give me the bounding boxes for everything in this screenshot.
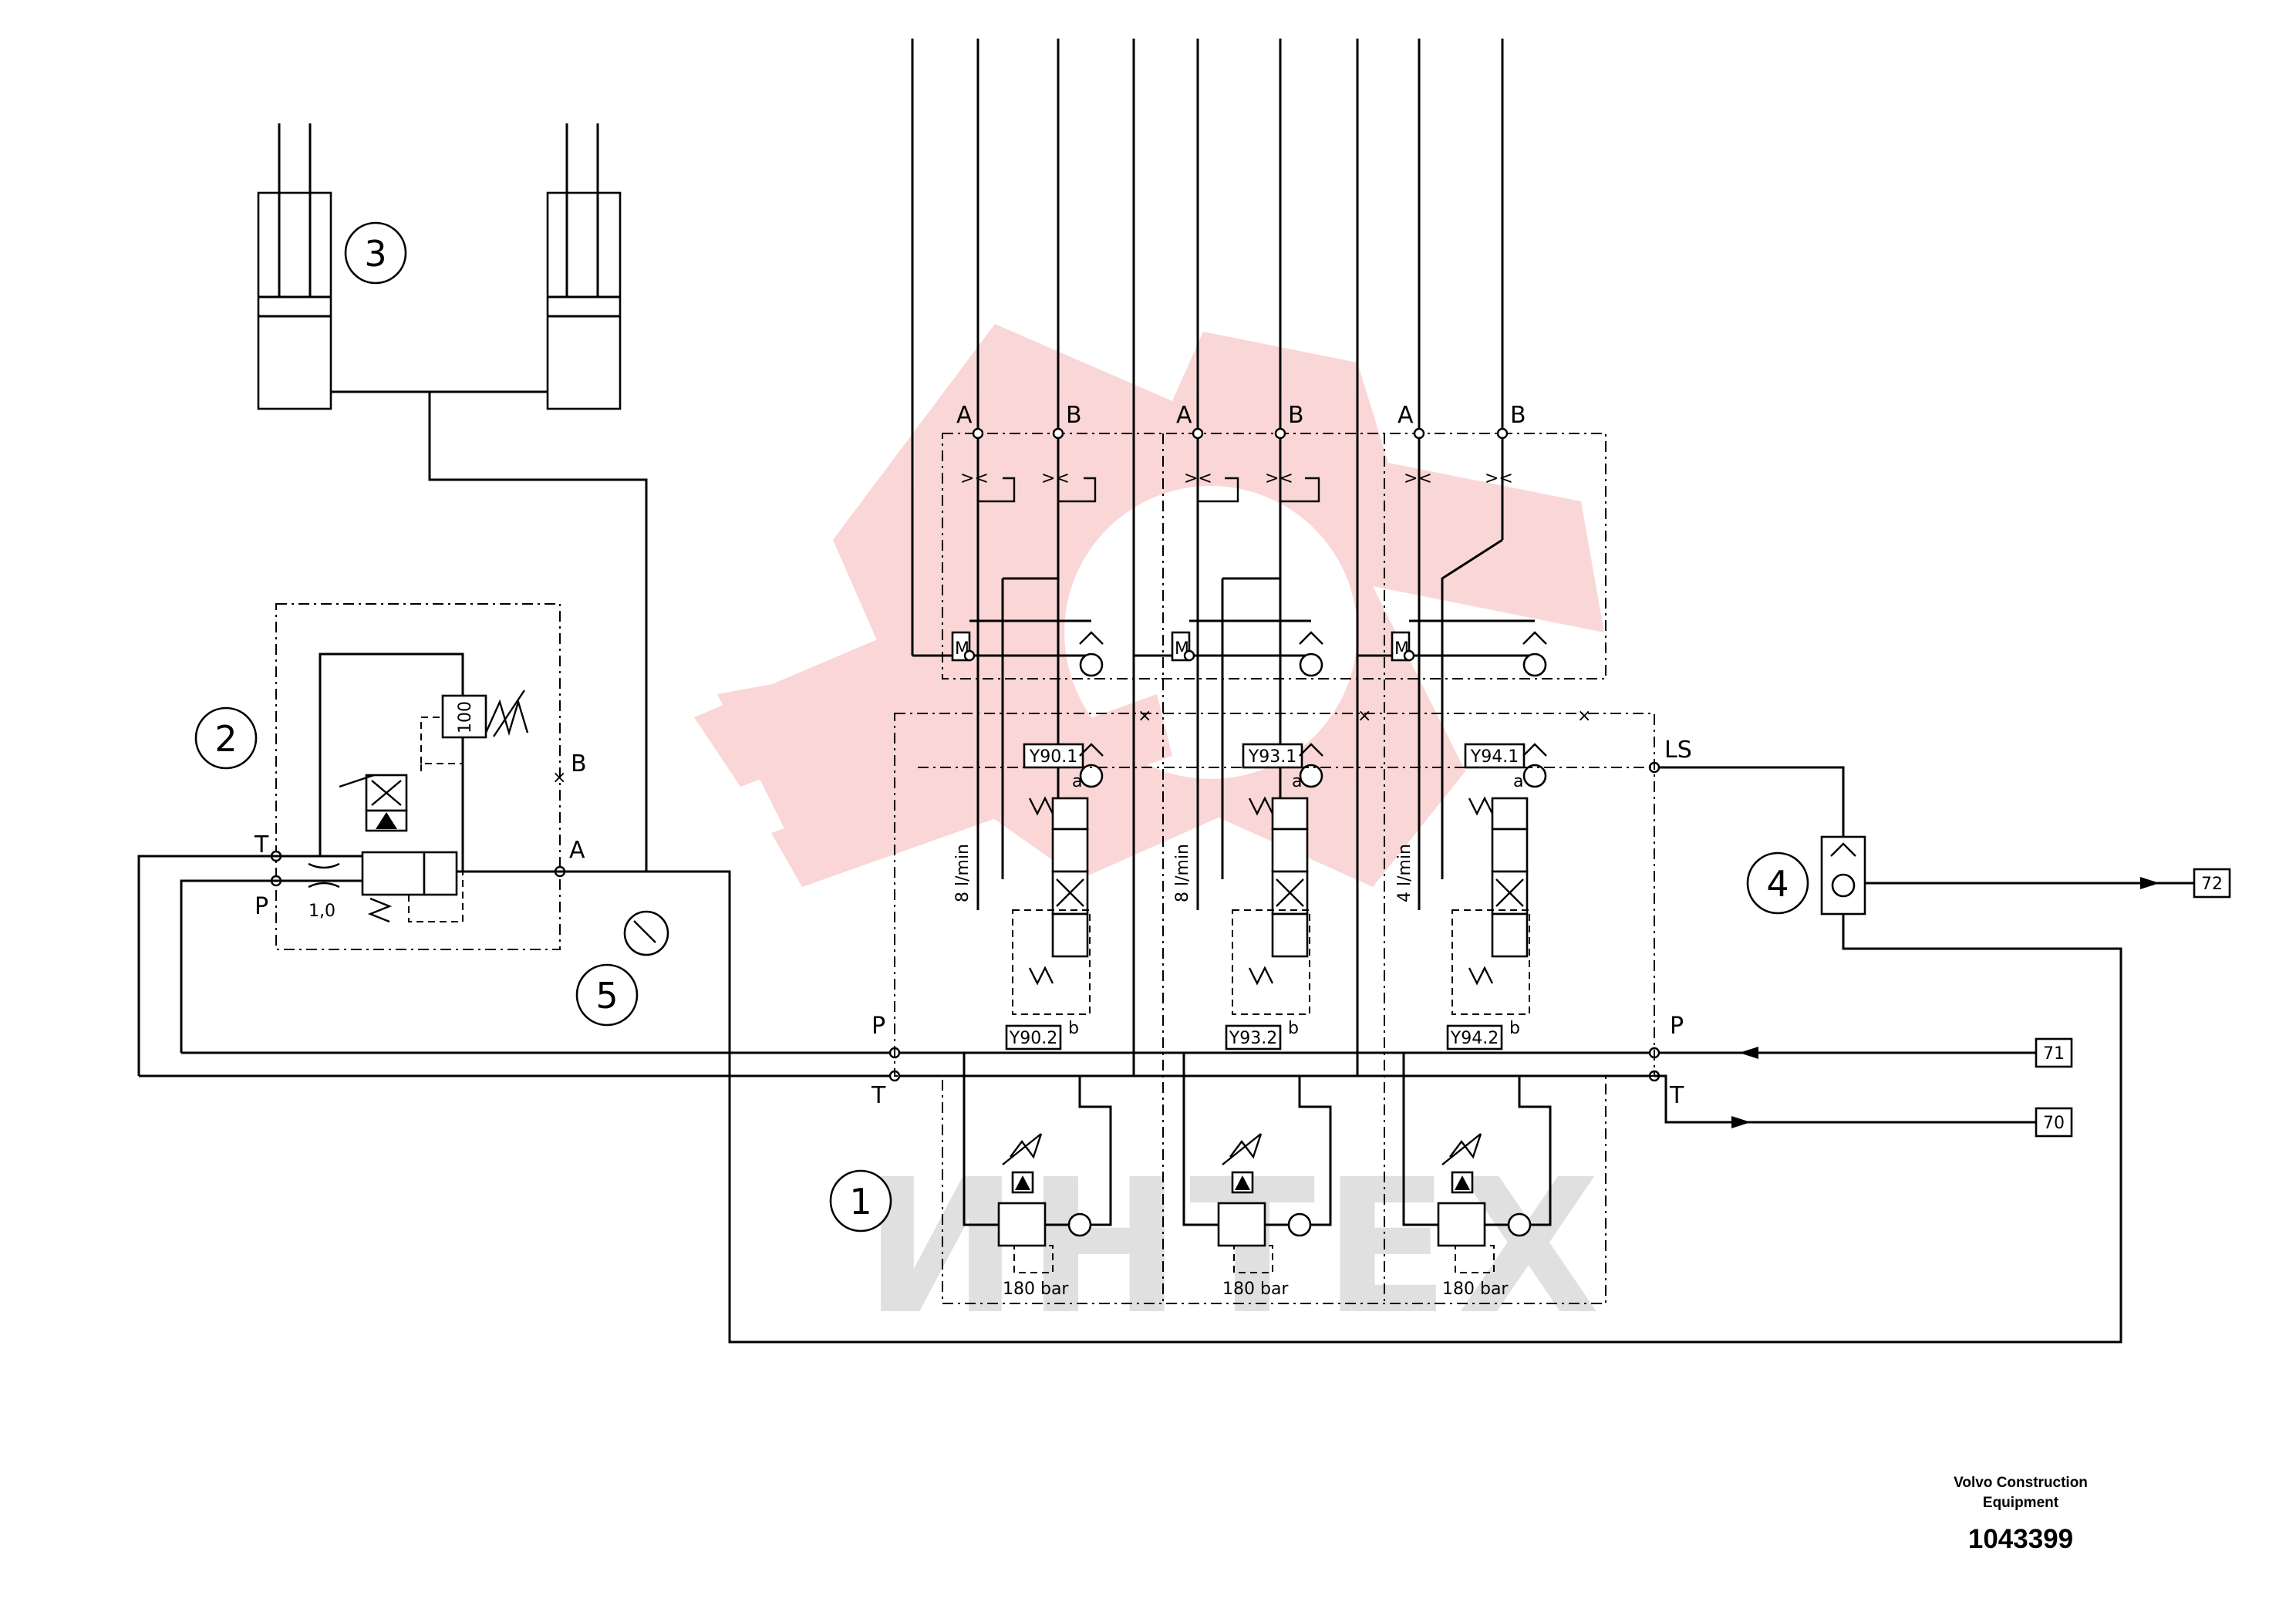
label-circle-5 — [575, 963, 639, 1027]
label-circle-3 — [344, 221, 407, 285]
svg-text:72: 72 — [2201, 875, 2223, 894]
valve-section-1: A B >< >< M Y90.1 a 8 l/min Y90.2 b — [911, 39, 1135, 1299]
port-b-section2: B — [1288, 402, 1304, 429]
svg-text:×: × — [552, 768, 566, 787]
solenoid-y94-1: Y94.1 — [1470, 747, 1519, 767]
port-ls: LS — [1664, 737, 1692, 764]
watermark-logo — [694, 324, 1604, 887]
svg-text:a: a — [1072, 772, 1082, 791]
svg-text:b: b — [1068, 1019, 1079, 1038]
port-t-left: T — [871, 1082, 886, 1109]
svg-text:71: 71 — [2043, 1044, 2065, 1064]
svg-text:><: >< — [1485, 469, 1513, 488]
port-a-block2: A — [569, 837, 585, 864]
label-5: 5 — [595, 975, 618, 1017]
orifice-label: 1,0 — [308, 902, 335, 921]
flow-section1: 8 l/min — [953, 844, 973, 902]
reducer-setting: 100 — [456, 701, 475, 733]
company-line-1: Volvo Construction — [1954, 1475, 2088, 1491]
reducer-setting-box — [441, 694, 487, 739]
company-line-2: Equipment — [1982, 1495, 2059, 1511]
svg-text:><: >< — [1041, 469, 1070, 488]
solenoid-y90-2: Y90.2 — [1009, 1029, 1057, 1048]
flow-section3: 4 l/min — [1395, 844, 1414, 902]
check-section-boundary — [942, 433, 1607, 679]
cylinder-left — [257, 123, 332, 410]
port-a-section2: A — [1176, 402, 1192, 429]
port-p-block2: P — [255, 893, 268, 920]
label-1: 1 — [849, 1181, 872, 1222]
solenoid-y93-2: Y93.2 — [1229, 1029, 1277, 1048]
valve-section-3: A B >< >< M Y94.1 a 4 l/min Y94.2 b — [1356, 39, 1552, 1299]
label-circle-4 — [1746, 851, 1809, 915]
flow-section2: 8 l/min — [1173, 844, 1192, 902]
footer: Volvo Construction Equipment 1043399 — [1882, 1473, 2159, 1555]
svg-text:×: × — [1577, 706, 1591, 726]
svg-text:a: a — [1292, 772, 1302, 791]
port-t-block2: T — [254, 831, 269, 858]
svg-text:><: >< — [1184, 469, 1212, 488]
svg-text:b: b — [1509, 1019, 1520, 1038]
port-p-right: P — [1670, 1013, 1684, 1040]
drawing-number: 1043399 — [1967, 1524, 2074, 1554]
port-b-section1: B — [1066, 402, 1082, 429]
pressure-section2: 180 bar — [1222, 1280, 1289, 1299]
solenoid-y94-2: Y94.2 — [1450, 1029, 1499, 1048]
svg-text:><: >< — [1404, 469, 1432, 488]
solenoid-y90-1: Y90.1 — [1029, 747, 1077, 767]
connection-70 — [2035, 1107, 2073, 1138]
svg-text:×: × — [1357, 706, 1371, 726]
spool-section-boundary — [894, 713, 1655, 1077]
svg-text:a: a — [1513, 772, 1523, 791]
svg-text:b: b — [1288, 1019, 1299, 1038]
port-b-section3: B — [1510, 402, 1526, 429]
port-t-right: T — [1669, 1082, 1684, 1109]
svg-text:×: × — [1138, 706, 1151, 726]
connection-72 — [2193, 868, 2231, 899]
label-3: 3 — [364, 233, 386, 275]
relief-section-boundary — [942, 1075, 1607, 1304]
pressure-section3: 180 bar — [1442, 1280, 1509, 1299]
pressure-section1: 180 bar — [1003, 1280, 1069, 1299]
solenoid-y93-1: Y93.1 — [1248, 747, 1296, 767]
label-2: 2 — [214, 718, 237, 760]
connection-71 — [2035, 1037, 2073, 1068]
label-circle-2 — [194, 706, 258, 770]
label-4: 4 — [1766, 863, 1789, 905]
svg-text:><: >< — [1265, 469, 1293, 488]
port-b-block2: B — [571, 750, 587, 777]
cylinder-right — [546, 123, 622, 410]
svg-text:><: >< — [960, 469, 989, 488]
block-2-boundary — [275, 603, 561, 950]
label-circle-1 — [829, 1169, 892, 1233]
svg-text:70: 70 — [2043, 1114, 2065, 1133]
port-a-section1: A — [956, 402, 973, 429]
port-p-left: P — [872, 1013, 885, 1040]
port-a-section3: A — [1397, 402, 1414, 429]
